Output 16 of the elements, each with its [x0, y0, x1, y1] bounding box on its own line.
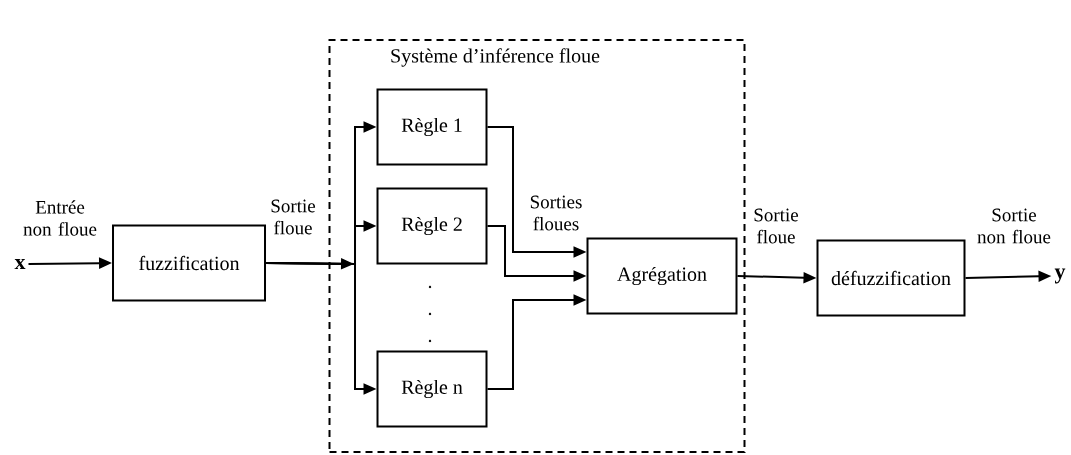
process-box: Agrégation	[586, 237, 738, 315]
ellipsis-dot: .	[428, 285, 432, 289]
edge-label: Sorties floues	[530, 195, 582, 231]
ellipsis-dot: .	[428, 312, 432, 316]
process-box: fuzzification	[112, 224, 266, 302]
process-box: Règle 2	[376, 187, 488, 265]
edge-label: Sortie floue	[754, 208, 799, 244]
edge-label: Sortie floue	[271, 199, 316, 235]
signal-label: x	[14, 258, 26, 270]
process-box: défuzzification	[816, 239, 966, 317]
signal-label: y	[1054, 268, 1066, 284]
edge-label: Entrée non floue	[23, 200, 97, 236]
process-box: Règle n	[376, 350, 488, 428]
process-box: Règle 1	[376, 88, 488, 166]
edge-label: Sortie non floue	[977, 208, 1051, 244]
frame-title: Système d’inférence floue	[391, 48, 600, 67]
